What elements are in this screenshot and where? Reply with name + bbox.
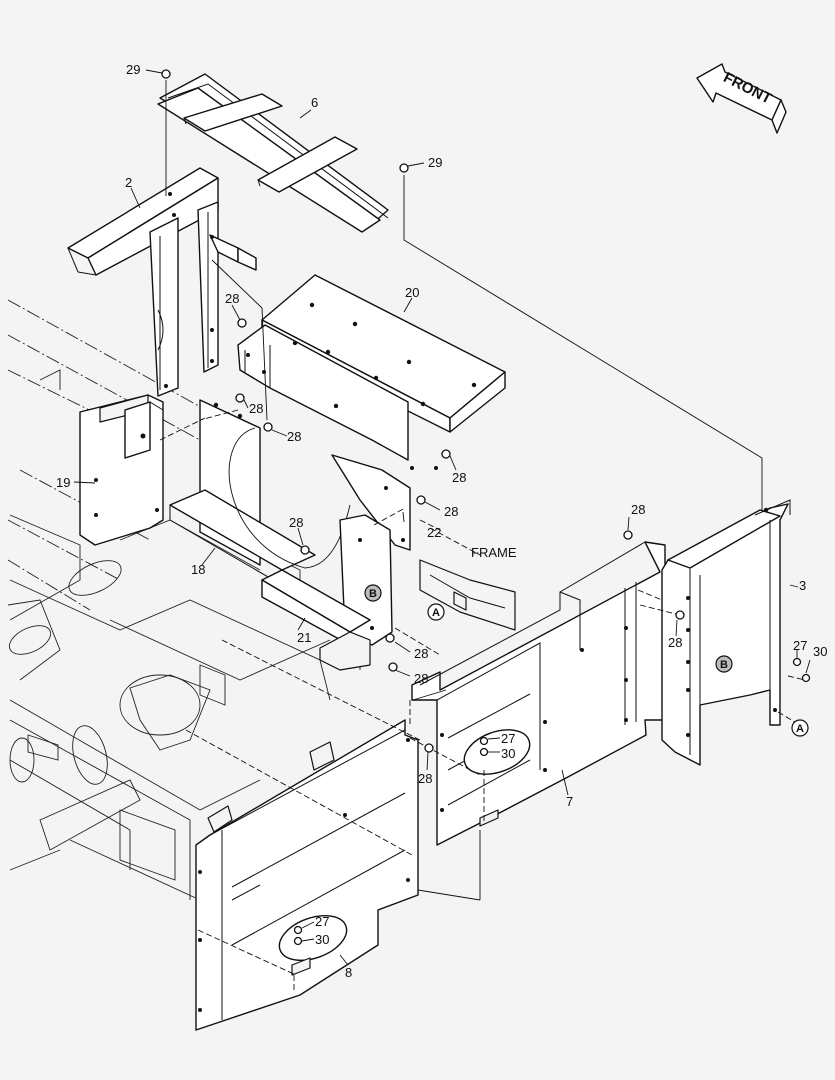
callout-30-front: 30 — [315, 932, 329, 947]
callout-28-j: 28 — [668, 635, 682, 650]
part-3-end-frame — [661, 499, 791, 766]
callout-2: 2 — [125, 175, 132, 190]
part-6-top-rails — [157, 73, 389, 233]
ref-b-end: B — [715, 655, 733, 673]
callout-27-right: 27 — [793, 638, 807, 653]
part-8-front-side-panel — [195, 719, 419, 1031]
callout-18: 18 — [191, 562, 205, 577]
callout-28-h: 28 — [414, 671, 428, 686]
ref-a-frame: A — [427, 603, 445, 621]
reference-marks: A A B B — [364, 584, 809, 737]
callout-28-b: 28 — [249, 401, 263, 416]
ref-b-center-label: B — [369, 588, 377, 600]
frame-box — [319, 559, 516, 671]
callout-22: 22 — [427, 525, 441, 540]
callout-21: 21 — [297, 630, 311, 645]
callout-19: 19 — [56, 475, 70, 490]
callout-29-right: 29 — [428, 155, 442, 170]
ref-a-frame-label: A — [432, 607, 440, 619]
part-19-side-bracket — [79, 394, 164, 546]
ref-b-end-label: B — [720, 659, 728, 671]
callout-27-front: 27 — [315, 914, 329, 929]
frame-label: FRAME — [471, 545, 517, 560]
part-number-callouts: 29 29 6 2 20 28 28 28 28 28 22 28 19 FRA… — [56, 62, 827, 980]
front-direction-arrow: FRONT — [696, 63, 787, 134]
callout-28-i: 28 — [631, 502, 645, 517]
callout-30-right: 30 — [813, 644, 827, 659]
part-20-top-cover — [237, 274, 506, 470]
part-18-22-21-center-panels — [169, 399, 411, 646]
part-2-support-bracket — [67, 167, 257, 397]
callout-28-c: 28 — [287, 429, 301, 444]
callout-30-middle: 30 — [501, 746, 515, 761]
ref-a-end: A — [791, 719, 809, 737]
callout-29-left: 29 — [126, 62, 140, 77]
callout-3: 3 — [799, 578, 806, 593]
callout-28-a: 28 — [225, 291, 239, 306]
callout-28-f: 28 — [289, 515, 303, 530]
fasteners — [161, 69, 811, 946]
callout-27-middle: 27 — [501, 731, 515, 746]
callout-leaders — [73, 69, 811, 966]
ref-b-center: B — [364, 584, 382, 602]
callout-28-e: 28 — [444, 504, 458, 519]
callout-28-k: 28 — [418, 771, 432, 786]
callout-7: 7 — [566, 794, 573, 809]
callout-8: 8 — [345, 965, 352, 980]
ref-a-end-label: A — [796, 723, 804, 735]
callout-28-g: 28 — [414, 646, 428, 661]
assembly-lines — [159, 80, 806, 990]
callout-28-d: 28 — [452, 470, 466, 485]
callout-6: 6 — [311, 95, 318, 110]
callout-20: 20 — [405, 285, 419, 300]
frame-background — [7, 299, 361, 950]
